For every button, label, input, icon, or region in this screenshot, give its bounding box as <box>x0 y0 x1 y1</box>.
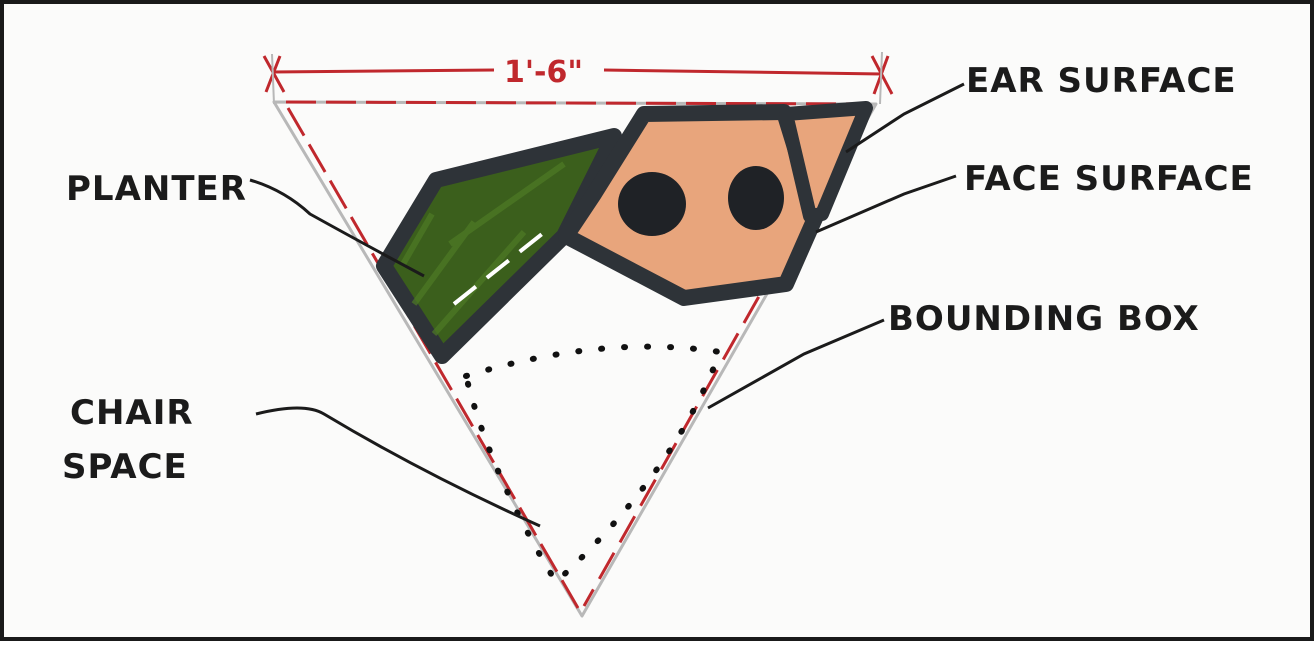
leader-bounding-box <box>707 318 885 410</box>
label-bounding-box: BOUNDING BOX <box>888 299 1200 339</box>
label-ear-surface: EAR SURFACE <box>966 61 1237 101</box>
leader-chair-space <box>255 406 541 528</box>
ear-surface-shape <box>779 101 873 223</box>
leader-ear-surface <box>845 82 965 154</box>
label-face-surface: FACE SURFACE <box>964 159 1254 199</box>
leader-face-surface <box>815 174 957 234</box>
chair-space-dotted <box>462 343 725 587</box>
label-planter: PLANTER <box>66 169 247 209</box>
dimension-label: 1'-6" <box>504 55 583 90</box>
dimension-line: 1'-6" <box>262 51 894 105</box>
planter-shape <box>376 128 622 364</box>
face-dot-left <box>618 172 686 236</box>
leader-planter <box>249 178 425 278</box>
label-chair-space-line1: CHAIR <box>70 393 194 433</box>
face-dot-right <box>728 166 784 230</box>
leader-lines <box>249 82 965 528</box>
label-chair-space-line2: SPACE <box>62 447 188 487</box>
sketch-canvas: 1'-6" <box>62 51 1254 618</box>
